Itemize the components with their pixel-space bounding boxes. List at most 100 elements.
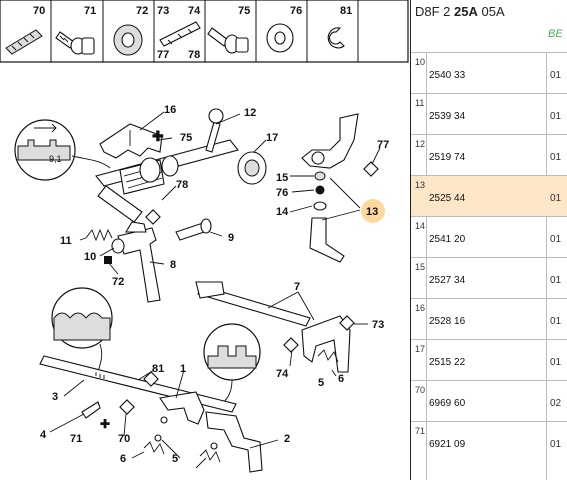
row-ref: 11 <box>415 98 425 108</box>
quantity: 01 <box>550 357 562 368</box>
spring-11 <box>85 228 113 242</box>
star-marker: ✚ <box>152 128 164 144</box>
row-ref: 70 <box>415 385 426 395</box>
bolt-icon <box>207 27 249 54</box>
model-code: D8F 2 25A 05A <box>415 4 505 19</box>
clip-4 <box>81 401 101 419</box>
pin-9 <box>175 218 212 241</box>
callout-8: 8 <box>170 259 176 271</box>
callout-2: 2 <box>284 433 290 445</box>
callout-70: 70 <box>118 433 130 445</box>
callout-11: 11 <box>60 235 72 247</box>
quantity: 02 <box>550 398 562 409</box>
part-number: 2515 22 <box>429 357 466 368</box>
fork-13 <box>301 113 359 263</box>
strip-ref-76: 76 <box>290 5 302 17</box>
small-parts-strip: 70 71 72 73 74 77 78 75 76 81 <box>0 0 409 63</box>
callout-16: 16 <box>164 104 176 116</box>
selector-finger-8 <box>117 221 161 303</box>
callout-72: 72 <box>112 276 124 288</box>
callout-5: 5 <box>318 377 324 389</box>
bellow-17 <box>237 151 267 185</box>
callout-9: 9 <box>228 232 234 244</box>
callout-77: 77 <box>377 139 389 151</box>
gear-selector-shaft <box>95 139 239 223</box>
quantity: 01 <box>550 316 562 327</box>
callout-6: 6 <box>338 373 344 385</box>
table-divider <box>426 52 427 480</box>
strip-ref-71: 71 <box>84 5 96 17</box>
callout-81: 81 <box>152 363 164 375</box>
quantity: 01 <box>550 152 562 163</box>
row-ref: 13 <box>415 180 426 190</box>
part-number: 2541 20 <box>429 234 466 245</box>
quantity: 01 <box>550 193 562 204</box>
quantity: 01 <box>550 234 562 245</box>
callout-14: 14 <box>276 206 289 218</box>
part-number: 2527 34 <box>429 275 466 286</box>
strip-ref-81: 81 <box>340 5 352 17</box>
table-divider <box>546 52 547 480</box>
callout-73: 73 <box>372 319 384 331</box>
callout-13: 13 <box>366 206 378 218</box>
callout-3: 3 <box>52 391 58 403</box>
fork-2 <box>143 391 263 473</box>
strip-ref-74: 74 <box>188 5 201 17</box>
callout-1: 1 <box>180 363 186 375</box>
marker-squares <box>119 161 379 415</box>
callout-4: 4 <box>40 429 47 441</box>
callout-78: 78 <box>176 179 188 191</box>
strip-ref-77: 77 <box>157 49 169 61</box>
callout-12: 12 <box>244 107 256 119</box>
part-number: 2519 74 <box>429 152 466 163</box>
screw-washer-icon <box>55 31 95 55</box>
nut-icon <box>113 24 143 56</box>
quantity: 01 <box>550 70 562 81</box>
callout-76: 76 <box>276 187 288 199</box>
strip-ref-73: 73 <box>157 5 169 17</box>
callout-7: 7 <box>294 281 300 293</box>
pin-icon <box>159 21 201 47</box>
row-ref: 17 <box>415 344 426 354</box>
brand-partial: BE <box>548 28 563 40</box>
callout-17: 17 <box>266 132 278 144</box>
part-number: 6921 09 <box>429 439 466 450</box>
callout-10: 10 <box>84 251 96 263</box>
callout-13-highlight <box>361 199 385 223</box>
star-marker: ✚ <box>100 417 110 431</box>
strip-ref-72: 72 <box>136 5 148 17</box>
part-number: 2539 34 <box>429 111 466 122</box>
quantity: 01 <box>550 439 562 450</box>
lever-12 <box>205 108 224 153</box>
row-ref: 12 <box>415 139 426 149</box>
row-ref: 71 <box>415 426 426 436</box>
leader-lines <box>49 111 381 469</box>
detail-inset-profile: 9,1 <box>14 119 111 181</box>
washer-icon <box>266 23 294 53</box>
detail-inset-notch <box>203 323 261 405</box>
callout-6b: 6 <box>120 453 126 465</box>
strip-ref-78: 78 <box>188 49 200 61</box>
quantity: 01 <box>550 275 562 286</box>
shift-rail-7 <box>195 281 351 373</box>
callout-74: 74 <box>276 368 289 380</box>
dimension-label: 9,1 <box>49 154 62 164</box>
parts-diagram: 70 71 72 73 74 77 78 75 76 81 <box>0 0 409 473</box>
strip-ref-70: 70 <box>33 5 45 17</box>
callout-15: 15 <box>276 172 288 184</box>
washer-10 <box>111 238 125 254</box>
callout-75: 75 <box>180 132 192 144</box>
nut-marker-72 <box>104 256 112 264</box>
